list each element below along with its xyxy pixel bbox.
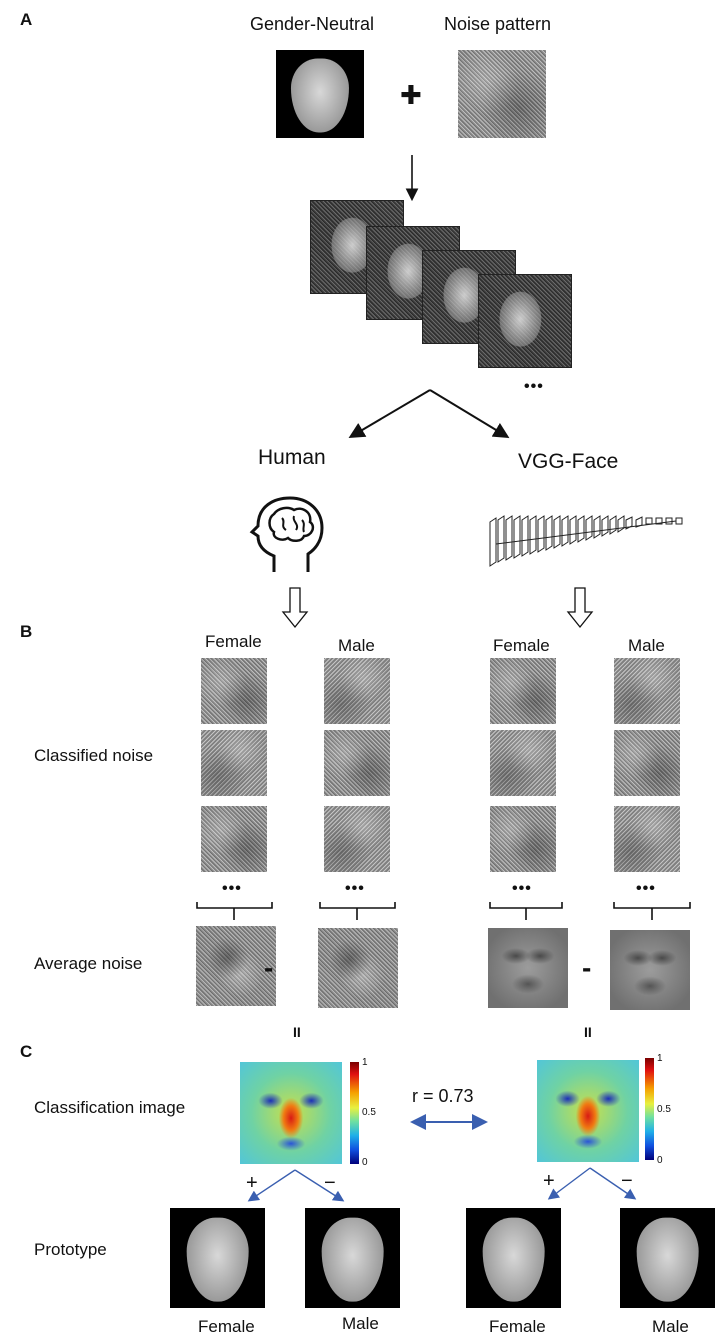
correlation-label: r = 0.73 xyxy=(412,1086,474,1106)
classified-noise-tile xyxy=(490,730,556,796)
classified-noise-tile xyxy=(490,658,556,724)
noise-pattern-image xyxy=(458,50,546,138)
classified-noise-tile xyxy=(324,658,390,724)
arrow-to-female-prototype xyxy=(247,1169,296,1202)
colorbar-vgg xyxy=(645,1058,654,1160)
colorbar-tick-mid: 0.5 xyxy=(362,1107,376,1118)
prototype-vgg-female-image xyxy=(466,1208,561,1308)
classified-noise-tile xyxy=(324,730,390,796)
colorbar-tick-mid: 0.5 xyxy=(657,1104,671,1115)
minus-sign: − xyxy=(324,1172,336,1194)
vgg-network-icon xyxy=(489,515,683,567)
noise-pattern-label: Noise pattern xyxy=(444,14,552,34)
classified-noise-tile xyxy=(614,730,680,796)
brace xyxy=(196,902,273,920)
hollow-arrow-vgg xyxy=(566,587,594,629)
classified-noise-tile xyxy=(614,658,680,724)
brace xyxy=(613,902,691,920)
average-noise-label: Average noise xyxy=(34,954,143,973)
prototype-human-female-image xyxy=(170,1208,265,1308)
average-noise-vgg-female xyxy=(488,928,568,1008)
average-noise-vgg-male xyxy=(610,930,690,1010)
panel-c-arrows xyxy=(247,1114,637,1202)
classified-noise-tile xyxy=(324,806,390,872)
colorbar-human xyxy=(350,1062,359,1164)
classified-noise-label: Classified noise xyxy=(34,746,154,765)
plus-sign: + xyxy=(246,1172,258,1194)
ellipsis: ••• xyxy=(512,880,532,897)
classification-image-human xyxy=(240,1062,342,1164)
prototype-human-male-image xyxy=(305,1208,400,1308)
classified-noise-tile xyxy=(614,806,680,872)
gender-neutral-label: Gender-Neutral xyxy=(250,14,375,34)
average-noise-human-female xyxy=(196,926,276,1006)
minus-sign: - xyxy=(582,952,592,983)
brace xyxy=(319,902,396,920)
prototype-vgg-male-image xyxy=(620,1208,715,1308)
colorbar-tick-max: 1 xyxy=(362,1057,368,1068)
panel-label-b: B xyxy=(20,622,33,641)
panel-label-a: A xyxy=(20,10,33,29)
human-brain-icon xyxy=(249,496,324,572)
equals-sign: II xyxy=(293,1024,301,1040)
classification-image-label: Classification image xyxy=(34,1098,186,1117)
prototype-label: Prototype xyxy=(34,1240,107,1259)
minus-sign: - xyxy=(264,952,274,983)
classified-noise-tile xyxy=(201,806,267,872)
brace xyxy=(489,902,563,920)
colorbar-tick-min: 0 xyxy=(657,1155,663,1166)
classified-noise-tile xyxy=(201,658,267,724)
panel-label-c: C xyxy=(20,1042,33,1061)
vgg-male-header: Male xyxy=(628,636,665,655)
colorbar-tick-max: 1 xyxy=(657,1053,663,1064)
classification-image-vgg xyxy=(537,1060,639,1162)
panel-a-arrows xyxy=(281,155,594,629)
ellipsis: ••• xyxy=(345,880,365,897)
arrow-to-male-prototype xyxy=(589,1167,637,1200)
vgg-face-label: VGG-Face xyxy=(518,450,619,473)
classified-noise-tile xyxy=(490,806,556,872)
noisy-face-stimulus-4 xyxy=(478,274,572,368)
plus-sign: ✚ xyxy=(400,80,422,110)
arrow-to-male-prototype xyxy=(294,1169,345,1202)
human-male-header: Male xyxy=(338,636,375,655)
ellipsis: ••• xyxy=(222,880,242,897)
hollow-arrow-human xyxy=(281,587,309,629)
ellipsis: ••• xyxy=(636,880,656,897)
prototype-human-female-label: Female xyxy=(198,1317,255,1336)
plus-sign: + xyxy=(543,1170,555,1192)
prototype-human-male-label: Male xyxy=(342,1314,379,1333)
average-noise-human-male xyxy=(318,928,398,1008)
arrow-to-vgg xyxy=(429,389,510,439)
averaging-braces xyxy=(196,902,691,920)
colorbar-tick-min: 0 xyxy=(362,1157,368,1168)
classified-noise-tile xyxy=(201,730,267,796)
prototype-vgg-female-label: Female xyxy=(489,1317,546,1336)
human-female-header: Female xyxy=(205,632,262,651)
equals-sign: II xyxy=(584,1024,592,1040)
vgg-female-header: Female xyxy=(493,636,550,655)
human-label: Human xyxy=(258,446,326,469)
prototype-vgg-male-label: Male xyxy=(652,1317,689,1336)
gender-neutral-face-image xyxy=(276,50,364,138)
minus-sign: − xyxy=(621,1170,633,1192)
arrow-to-female-prototype xyxy=(547,1167,591,1200)
arrow-to-human xyxy=(348,389,431,439)
stimuli-ellipsis: ••• xyxy=(524,378,544,395)
